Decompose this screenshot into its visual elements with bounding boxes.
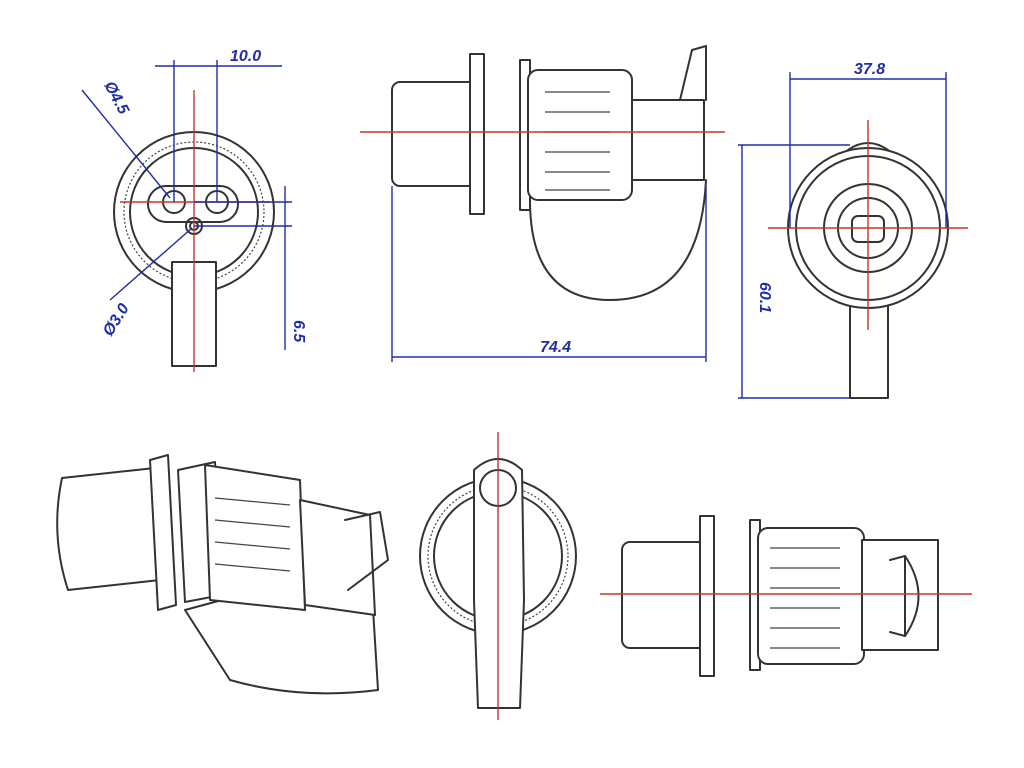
dim-diameter-4-5: Ø4.5: [100, 79, 132, 119]
dim-length-74-4: 74.4: [540, 339, 571, 356]
top-view: [600, 515, 972, 677]
dim-width-10: 10.0: [230, 48, 261, 65]
front-view: 10.0 Ø4.5 Ø3.0 6.5: [81, 48, 307, 372]
end-view: 37.8 60.1: [738, 61, 968, 399]
isometric-view: [56, 454, 389, 695]
dim-width-37-8: 37.8: [854, 61, 885, 78]
side-view: 74.4: [360, 45, 725, 362]
rear-view: [419, 432, 577, 720]
dim-depth-6-5: 6.5: [290, 320, 307, 343]
dim-diameter-3-0: Ø3.0: [100, 301, 133, 340]
dim-height-60-1: 60.1: [756, 282, 773, 313]
